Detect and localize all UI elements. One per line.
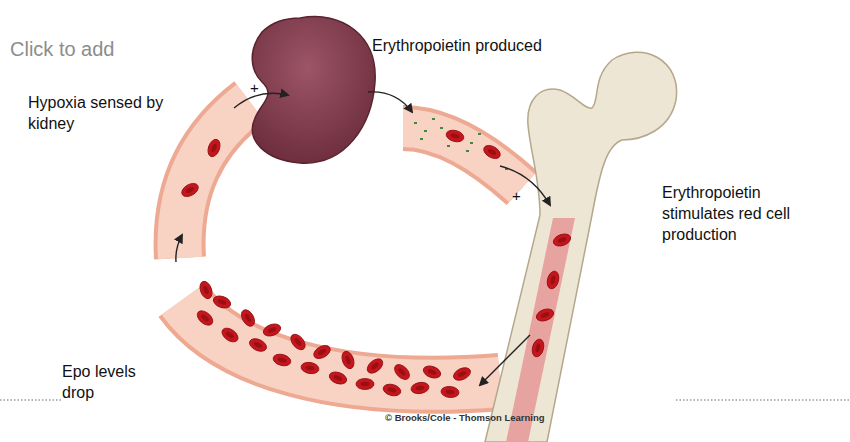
blood-vessel [403, 118, 522, 188]
step-label: Hypoxia sensed by kidney [28, 93, 193, 135]
erythropoietin-dots [414, 118, 508, 170]
guide-line [676, 400, 850, 401]
copyright-note: © Brooks/Cole - Thomson Learning [385, 412, 545, 424]
blood-vessel [179, 102, 250, 258]
flow-arrows [176, 92, 550, 385]
stimulus-sign: + [512, 186, 521, 206]
placeholder-text: Click to add [10, 36, 115, 62]
kidney [252, 17, 375, 164]
stimulus-sign: + [250, 78, 259, 98]
blood-vessel [182, 280, 500, 399]
step-label: Erythropoietin stimulates red cell produ… [662, 183, 822, 245]
step-label: Epo levels drop [62, 362, 152, 404]
femur [485, 52, 677, 442]
step-label: Erythropoietin produced [372, 36, 542, 57]
